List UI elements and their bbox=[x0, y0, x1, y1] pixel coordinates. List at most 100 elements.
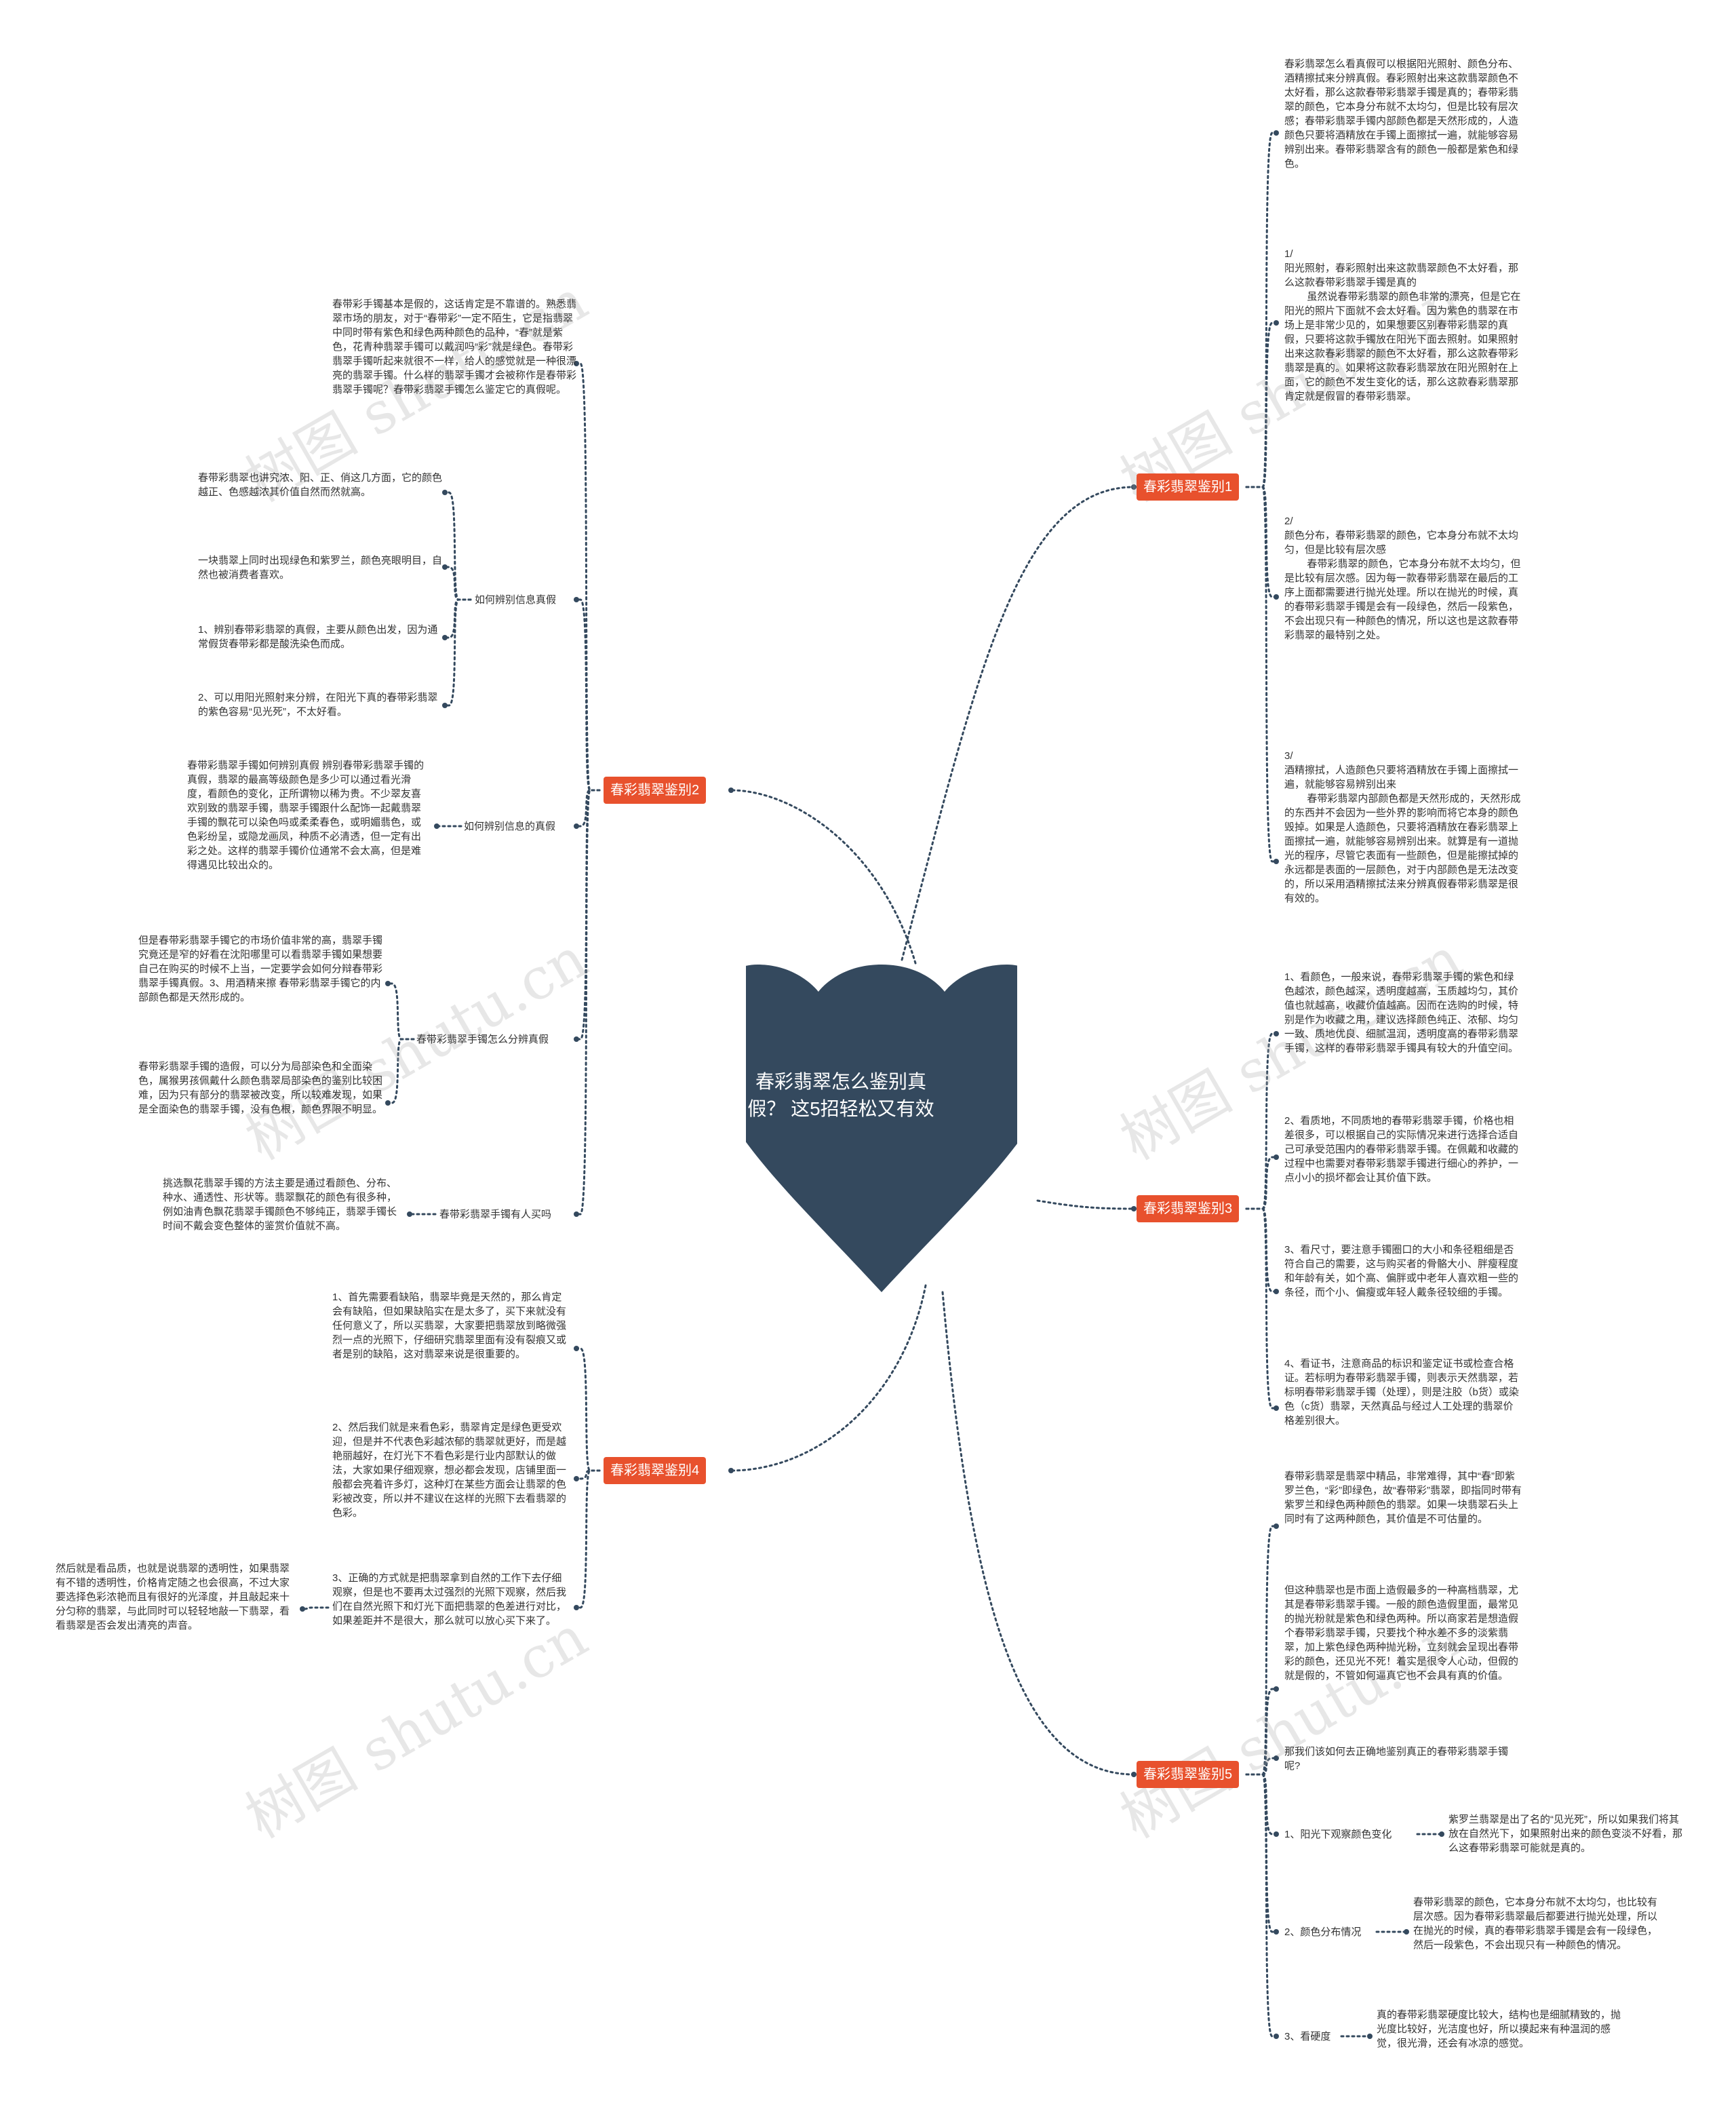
link-b5-sub2-dot bbox=[1404, 1929, 1409, 1935]
link-b1-child-dot-1 bbox=[1274, 320, 1279, 326]
branch-2[interactable]: 春彩翡翠鉴别2 bbox=[604, 777, 707, 804]
branch-1[interactable]: 春彩翡翠鉴别1 bbox=[1137, 473, 1240, 501]
link-b4-child-0 bbox=[575, 1347, 601, 1472]
link-b4-child-1 bbox=[575, 1469, 601, 1480]
link-center-b1 bbox=[901, 486, 1135, 961]
link-b2-child-0 bbox=[575, 362, 601, 792]
link-b5-child-dot-1 bbox=[1274, 1686, 1279, 1692]
link-b2-child-3 bbox=[575, 789, 601, 1041]
link-b2-child-dot-3 bbox=[574, 1036, 579, 1042]
center-topic[interactable]: 春彩翡翠怎么鉴别真假？ 这5招轻松又有效 bbox=[747, 1071, 934, 1119]
b4-detail-3-child: 然后就是看品质，也就是说翡翠的透明性，如果翡翠有不错的透明性，价格肯定随之也会很… bbox=[56, 1563, 290, 1631]
link-b2-sub3-child-dot-0 bbox=[385, 981, 391, 986]
b2-sub-3-detail-1: 但是春带彩翡翠手镯它的市场价值非常的高，翡翠手镯究竟还是窄的好看在沈阳哪里可以看… bbox=[138, 935, 383, 1003]
link-b1-child-dot-2 bbox=[1274, 594, 1279, 600]
b2-sub-4[interactable]: 春带彩翡翠手镯有人买吗 bbox=[439, 1209, 552, 1220]
link-b4-n3-dot bbox=[300, 1606, 305, 1612]
b2-sub-1-detail-4: 2、可以用阳光照射来分辨，在阳光下真的春带彩翡翠的紫色容易“见光死”，不太好看。 bbox=[198, 692, 438, 718]
b2-sub-1-detail-1: 春带彩翡翠也讲究浓、阳、正、俏这几方面，它的颜色越正、色感越浓其价值自然而然就高… bbox=[198, 472, 443, 498]
link-b2-sub1-child-dot-3 bbox=[442, 703, 448, 708]
link-b1-child-2 bbox=[1245, 486, 1278, 598]
link-b4-child-dot-0 bbox=[574, 1346, 579, 1351]
link-b2-sub3-child-1 bbox=[387, 1038, 415, 1104]
link-b3-child-dot-3 bbox=[1274, 1405, 1279, 1411]
link-b2-sub1-child-dot-2 bbox=[442, 635, 448, 640]
b4-detail-2: 2、然后我们就是来看色彩，翡翠肯定是绿色更受欢迎，但是并不代表色彩越浓郁的翡翠就… bbox=[332, 1422, 567, 1519]
b5-detail-2: 但这种翡翠也是市面上造假最多的一种高档翡翠，尤其是春带彩翡翠手镯。一般的颜色造假… bbox=[1284, 1585, 1519, 1682]
link-b3-child-2 bbox=[1245, 1207, 1278, 1293]
branch-5[interactable]: 春彩翡翠鉴别5 bbox=[1137, 1761, 1240, 1788]
link-b3-child-dot-1 bbox=[1274, 1154, 1279, 1160]
link-b5-child-dot-0 bbox=[1274, 1523, 1279, 1529]
b2-sub-3[interactable]: 春带彩翡翠手镯怎么分辨真假 bbox=[416, 1034, 549, 1045]
link-b2-sub1-child-1 bbox=[443, 566, 472, 601]
b1-detail-1: 春彩翡翠怎么看真假可以根据阳光照射、颜色分布、酒精擦拭来分辨真假。春彩照射出来这… bbox=[1284, 58, 1519, 170]
b3-detail-2: 2、看质地，不同质地的春带彩翡翠手镯，价格也相差很多，可以根据自己的实际情况来进… bbox=[1284, 1115, 1519, 1184]
link-b2-child-dot-2 bbox=[574, 823, 579, 829]
link-b2-child-4 bbox=[575, 789, 601, 1216]
link-b5-child-4 bbox=[1245, 1773, 1278, 1933]
link-b4-child-2 bbox=[575, 1469, 601, 1609]
link-b3-child-3 bbox=[1245, 1207, 1278, 1410]
link-dot-b4 bbox=[728, 1468, 734, 1473]
link-b2-sub2-dot bbox=[434, 823, 439, 829]
link-b4-child-dot-2 bbox=[574, 1605, 579, 1610]
link-b2-child-dot-0 bbox=[574, 361, 579, 366]
branch-4[interactable]: 春彩翡翠鉴别4 bbox=[604, 1457, 707, 1484]
link-b5-sub3-dot bbox=[1367, 2034, 1373, 2039]
b2-sub-2-detail-1: 春带彩翡翠手镯如何辨别真假 辨别春带彩翡翠手镯的真假，翡翠的最高等级颜色是多少可… bbox=[187, 760, 425, 871]
center-heart-path bbox=[746, 965, 1017, 1292]
link-b1-child-dot-0 bbox=[1274, 130, 1279, 136]
b2-sub-1-detail-3: 1、辨别春带彩翡翠的真假，主要从颜色出发，因为通常假货春带彩都是酸洗染色而成。 bbox=[198, 624, 438, 650]
link-b2-sub3-child-dot-1 bbox=[385, 1100, 391, 1106]
link-b2-child-dot-4 bbox=[574, 1211, 579, 1217]
link-b2-sub4-dot bbox=[407, 1211, 412, 1217]
link-dot-b2 bbox=[728, 788, 734, 793]
b2-sub-3-detail-2: 春带彩翡翠手镯的造假，可以分为局部染色和全面染色，属猴男孩佩戴什么颜色翡翠局部染… bbox=[138, 1061, 383, 1115]
link-dot-b3 bbox=[1131, 1206, 1137, 1211]
b5-sub-1-detail: 紫罗兰翡翠是出了名的“见光死”，所以如果我们将其放在自然光下，如果照射出来的颜色… bbox=[1448, 1814, 1683, 1854]
b1-detail-3: 2/ 颜色分布，春带彩翡翠的颜色，它本身分布就不太均匀，但是比较有层次感 春带彩… bbox=[1284, 516, 1521, 641]
link-b5-child-dot-4 bbox=[1274, 1929, 1279, 1935]
b5-detail-1: 春带彩翡翠是翡翠中精品，非常难得，其中“春”即紫罗兰色，“彩”即绿色，故“春带彩… bbox=[1284, 1471, 1522, 1525]
link-b5-child-dot-3 bbox=[1274, 1831, 1279, 1837]
b2-sub-2[interactable]: 如何辨别信息的真假 bbox=[464, 821, 556, 832]
link-b2-child-1 bbox=[575, 598, 601, 792]
link-b2-sub1-child-3 bbox=[443, 598, 472, 707]
link-dot-b5 bbox=[1131, 1772, 1137, 1777]
b5-sub-3-detail: 真的春带彩翡翠硬度比较大，结构也是细腻精致的，抛光度比较好，光洁度也好，所以摸起… bbox=[1377, 2009, 1621, 2049]
link-b3-child-0 bbox=[1245, 1032, 1278, 1210]
b5-sub-2-detail: 春带彩翡翠的颜色，它本身分布就不太均匀，也比较有层次感。因为春带彩翡翠最后都要进… bbox=[1413, 1897, 1658, 1951]
link-b3-child-dot-2 bbox=[1274, 1289, 1279, 1294]
b1-detail-4: 3/ 酒精擦拭，人造颜色只要将酒精放在手镯上面擦拭一遍，就能够容易辨别出来 春带… bbox=[1284, 750, 1521, 904]
b5-sub-3[interactable]: 3、看硬度 bbox=[1284, 2031, 1331, 2042]
link-b5-child-dot-2 bbox=[1274, 1755, 1279, 1761]
link-b2-sub1-child-dot-1 bbox=[442, 564, 448, 570]
b4-detail-3: 3、正确的方式就是把翡翠拿到自然的工作下去仔细观察，但是也不要再太过强烈的光照下… bbox=[332, 1572, 567, 1627]
b2-sub-1[interactable]: 如何辨别信息真假 bbox=[475, 594, 557, 606]
link-b1-child-dot-3 bbox=[1274, 859, 1279, 864]
link-b5-sub1-dot bbox=[1439, 1831, 1444, 1837]
link-center-b2 bbox=[730, 789, 917, 965]
link-center-b4 bbox=[730, 1284, 927, 1472]
link-b3-child-1 bbox=[1245, 1156, 1278, 1210]
link-b2-sub1-child-dot-0 bbox=[442, 490, 448, 495]
link-b2-sub1-child-2 bbox=[443, 598, 472, 639]
link-b5-child-dot-5 bbox=[1274, 2034, 1279, 2039]
b2-sub-4-detail-1: 挑选飘花翡翠手镯的方法主要是通过看颜色、分布、种水、通透性、形状等。翡翠飘花的颜… bbox=[163, 1178, 397, 1232]
b3-detail-1: 1、看颜色，一般来说，春带彩翡翠手镯的紫色和绿色越浓，颜色越深，透明度越高，玉质… bbox=[1284, 971, 1519, 1054]
b2-sub-1-detail-2: 一块翡翠上同时出现绿色和紫罗兰，颜色亮眼明目，自然也被消费者喜欢。 bbox=[198, 555, 443, 581]
b3-detail-3: 3、看尺寸，要注意手镯圈口的大小和条径粗细是否符合自己的需要，这与购买者的骨骼大… bbox=[1284, 1244, 1519, 1298]
link-b2-child-dot-1 bbox=[574, 597, 579, 602]
b4-detail-1: 1、首先需要看缺陷，翡翠毕竟是天然的，那么肯定会有缺陷，但如果缺陷实在是太多了，… bbox=[332, 1291, 567, 1360]
link-b4-n3-child bbox=[302, 1606, 330, 1610]
b3-detail-4: 4、看证书，注意商品的标识和鉴定证书或检查合格证。若标明为春带彩翡翠手镯，则表示… bbox=[1284, 1358, 1519, 1426]
branch-3[interactable]: 春彩翡翠鉴别3 bbox=[1137, 1195, 1240, 1222]
b5-sub-1[interactable]: 1、阳光下观察颜色变化 bbox=[1284, 1829, 1392, 1840]
b5-sub-2[interactable]: 2、颜色分布情况 bbox=[1284, 1926, 1362, 1938]
link-b1-child-3 bbox=[1245, 486, 1278, 863]
link-center-b5 bbox=[941, 1291, 1135, 1776]
link-center-b3 bbox=[1036, 1199, 1135, 1210]
